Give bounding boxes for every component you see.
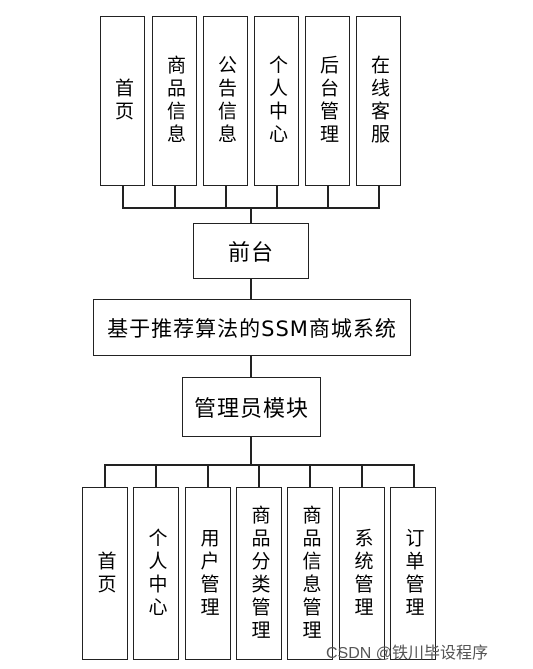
connector xyxy=(276,186,278,208)
connector xyxy=(104,464,106,487)
front-item-backend-label: 后台管理 xyxy=(317,55,339,147)
connector xyxy=(413,464,415,487)
connector xyxy=(155,464,157,487)
connector xyxy=(250,356,252,378)
admin-item-system-management-label: 系统管理 xyxy=(351,527,374,620)
admin-item-order-management: 订单管理 xyxy=(390,487,436,660)
admin-item-product-management-label: 商品信息管理 xyxy=(299,504,322,643)
front-node-label: 前台 xyxy=(227,241,274,266)
system-title-node: 基于推荐算法的SSM商城系统 xyxy=(93,299,411,356)
admin-item-category-management-label: 商品分类管理 xyxy=(248,504,271,643)
connector xyxy=(250,279,252,299)
connector xyxy=(258,464,260,487)
front-item-backend: 后台管理 xyxy=(305,16,350,186)
front-item-product-info: 商品信息 xyxy=(152,16,197,186)
front-item-online-service-label: 在线客服 xyxy=(368,55,390,147)
connector xyxy=(207,464,209,487)
connector xyxy=(309,464,311,487)
front-item-personal-center: 个人中心 xyxy=(254,16,299,186)
admin-item-category-management: 商品分类管理 xyxy=(236,487,282,660)
front-item-home-label: 首页 xyxy=(112,78,134,124)
connector xyxy=(250,437,252,465)
watermark-text: CSDN @铁川毕设程序 xyxy=(326,645,489,662)
admin-item-home: 首页 xyxy=(82,487,128,660)
connector xyxy=(225,186,227,208)
admin-item-personal-center: 个人中心 xyxy=(133,487,179,660)
connector xyxy=(250,207,252,224)
connector xyxy=(327,186,329,208)
front-node: 前台 xyxy=(193,223,309,279)
admin-item-system-management: 系统管理 xyxy=(339,487,385,660)
system-title: 基于推荐算法的SSM商城系统 xyxy=(107,316,397,341)
admin-node: 管理员模块 xyxy=(182,377,321,437)
connector xyxy=(361,464,363,487)
connector xyxy=(378,186,380,208)
connector xyxy=(122,186,124,208)
admin-item-personal-center-label: 个人中心 xyxy=(145,527,168,620)
admin-item-user-management: 用户管理 xyxy=(185,487,231,660)
front-item-announcement: 公告信息 xyxy=(203,16,248,186)
admin-node-label: 管理员模块 xyxy=(193,397,309,422)
connector xyxy=(174,186,176,208)
admin-item-product-management: 商品信息管理 xyxy=(287,487,333,660)
front-item-personal-center-label: 个人中心 xyxy=(266,55,288,147)
admin-item-order-management-label: 订单管理 xyxy=(402,527,425,620)
front-item-online-service: 在线客服 xyxy=(356,16,401,186)
admin-item-user-management-label: 用户管理 xyxy=(197,527,220,620)
front-item-announcement-label: 公告信息 xyxy=(215,55,237,147)
admin-item-home-label: 首页 xyxy=(94,550,117,597)
front-item-home: 首页 xyxy=(100,16,145,186)
front-item-product-info-label: 商品信息 xyxy=(164,55,186,147)
